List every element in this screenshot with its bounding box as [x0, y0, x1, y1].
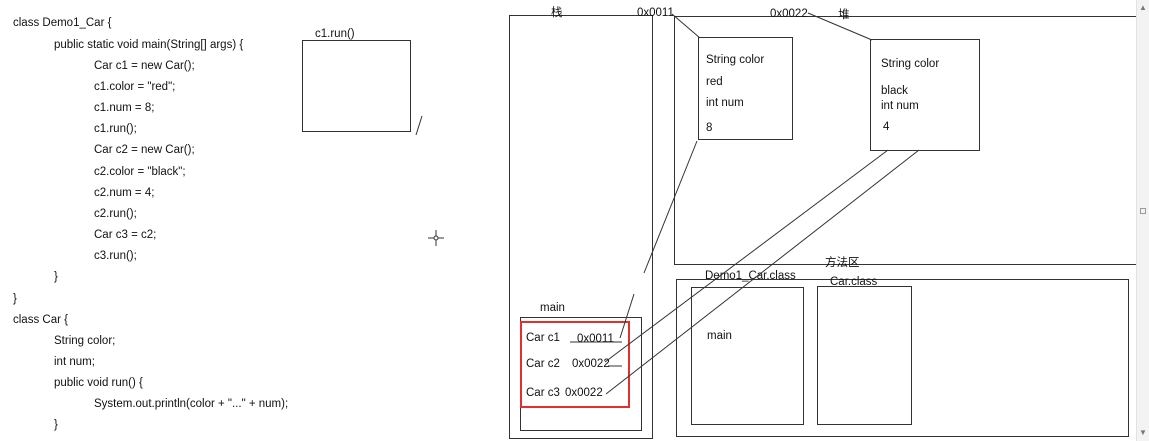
code-line: Car c1 = new Car(); — [94, 60, 195, 72]
code-line: c2.color = "black"; — [94, 166, 186, 178]
stack-var-addr: 0x0022 — [572, 358, 610, 370]
stack-label: 栈 — [551, 7, 563, 19]
code-line: c1.run(); — [94, 123, 137, 135]
c1-run-label: c1.run() — [315, 28, 355, 40]
address-pointer-line — [671, 13, 701, 39]
vertical-scrollbar[interactable]: ▲ ▼ — [1136, 0, 1149, 441]
class-name: Car.class — [830, 276, 878, 288]
object-field-value: 4 — [883, 121, 890, 133]
code-line: } — [54, 271, 58, 283]
address-pointer-line — [807, 12, 873, 41]
object-field-label: String color — [881, 58, 940, 70]
heap-address: 0x0011 — [637, 7, 674, 19]
code-line: c1.color = "red"; — [94, 81, 176, 93]
code-line: public void run() { — [54, 377, 143, 389]
code-line: class Demo1_Car { — [13, 17, 112, 29]
code-line: Car c3 = c2; — [94, 229, 157, 241]
stack-vars-highlight — [520, 321, 630, 408]
code-line: int num; — [54, 356, 95, 368]
stack-var-addr: 0x0022 — [565, 387, 603, 399]
code-line: } — [13, 293, 17, 305]
code-line: c2.num = 4; — [94, 187, 155, 199]
method-area-region — [676, 279, 1129, 437]
reference-line — [604, 149, 889, 363]
code-line: System.out.println(color + "..." + num); — [94, 398, 289, 410]
stroke-mark — [415, 115, 423, 136]
scroll-thumb[interactable] — [1140, 208, 1146, 214]
code-line: } — [54, 419, 58, 431]
c1-run-frame — [302, 40, 411, 132]
object-field-value: black — [881, 85, 908, 97]
heap-label: 堆 — [838, 9, 850, 21]
stack-var-name: Car c2 — [526, 358, 560, 370]
main-frame-label: main — [540, 302, 565, 314]
reference-line — [643, 140, 698, 274]
object-field-label: int num — [881, 100, 919, 112]
object-field-label: int num — [706, 97, 744, 109]
stack-region — [509, 15, 653, 439]
heap-address: 0x0022 — [770, 8, 808, 20]
code-line: class Car { — [13, 314, 68, 326]
code-line: public static void main(String[] args) { — [54, 39, 244, 51]
object-field-value: 8 — [706, 122, 713, 134]
class-box — [817, 286, 912, 425]
method-area-label: 方法区 — [825, 257, 860, 269]
code-line: c1.num = 8; — [94, 102, 155, 114]
reference-line — [605, 149, 920, 395]
scroll-up-icon[interactable]: ▲ — [1139, 3, 1147, 12]
stack-var-name: Car c3 — [526, 387, 560, 399]
crosshair-cursor-icon — [428, 230, 444, 246]
heap-object — [698, 37, 793, 140]
reference-line — [619, 293, 635, 339]
heap-object — [870, 39, 980, 151]
object-field-label: String color — [706, 54, 765, 66]
code-line: Car c2 = new Car(); — [94, 144, 195, 156]
code-line: c2.run(); — [94, 208, 137, 220]
scroll-down-icon[interactable]: ▼ — [1139, 428, 1147, 437]
class-box — [691, 287, 804, 425]
code-line: String color; — [54, 335, 116, 347]
code-line: c3.run(); — [94, 250, 137, 262]
object-field-value: red — [706, 76, 723, 88]
class-content: main — [707, 330, 732, 342]
stack-var-name: Car c1 — [526, 332, 560, 344]
class-name: Demo1_Car.class — [705, 270, 796, 282]
